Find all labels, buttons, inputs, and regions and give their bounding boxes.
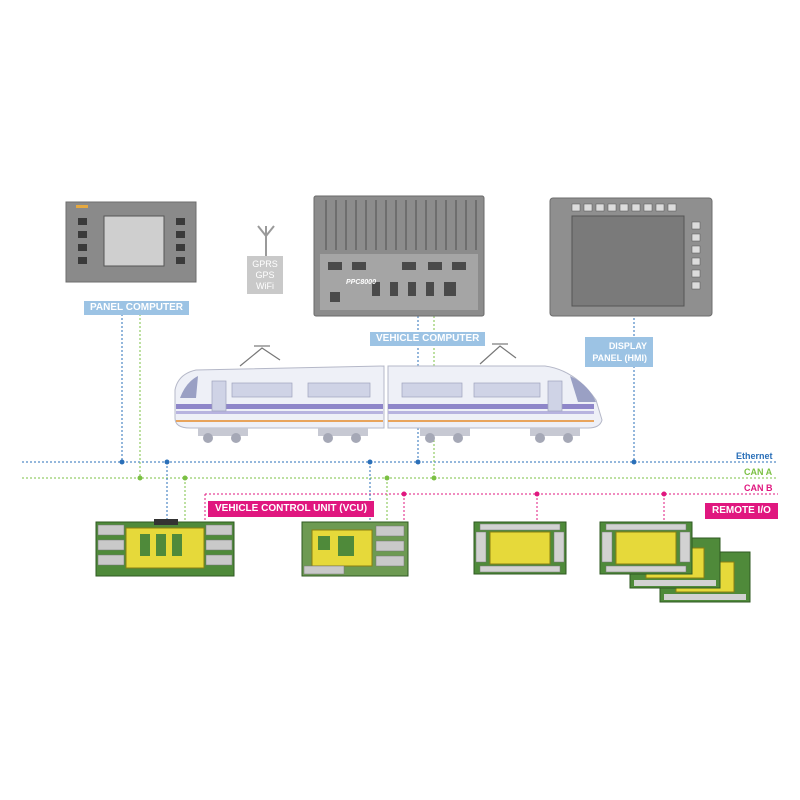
display-panel-device <box>549 197 713 317</box>
bus-junctions <box>119 459 667 497</box>
remote-io-board-stack <box>599 521 751 603</box>
radio-gprs-label: GPRS <box>252 259 278 269</box>
can-a-bus-label: CAN A <box>744 467 773 477</box>
can-b-bus-label: CAN B <box>744 483 773 493</box>
train-illustration <box>174 343 603 443</box>
ethernet-bus-label: Ethernet <box>736 451 773 461</box>
antenna-icon <box>257 225 275 256</box>
remote-io-board-1 <box>473 521 567 575</box>
vcu-board-2 <box>301 521 409 577</box>
radio-gps-label: GPS <box>255 270 275 280</box>
panel-computer-label: PANEL COMPUTER <box>84 301 189 315</box>
display-label-line1: DISPLAY <box>608 341 647 351</box>
vcu-label: VEHICLE CONTROL UNIT (VCU) <box>208 501 375 517</box>
panel-computer-device <box>65 201 197 283</box>
vehicle-computer-device: PPC8000 <box>313 195 485 317</box>
radio-wifi-label: WiFi <box>256 281 274 291</box>
display-label-line2: PANEL (HMI) <box>592 353 647 363</box>
remote-io-label: REMOTE I/O <box>705 503 778 519</box>
radio-module-box: GPRS GPS WiFi <box>247 256 283 294</box>
display-panel-label: DISPLAY PANEL (HMI) <box>585 337 653 367</box>
vehicle-computer-label: VEHICLE COMPUTER <box>370 332 486 346</box>
vcu-board-1 <box>95 519 235 577</box>
vehicle-computer-model: PPC8000 <box>346 279 376 286</box>
